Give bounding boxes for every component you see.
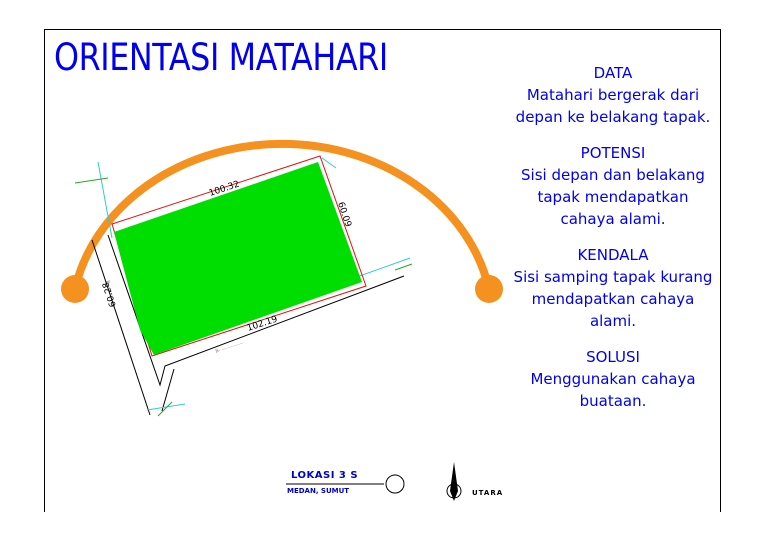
note-line: buataan. <box>579 392 647 410</box>
note-line: Matahari bergerak dari <box>526 86 700 104</box>
page-title: ORIENTASI MATAHARI <box>54 36 388 79</box>
guide-line <box>146 403 186 411</box>
guide-tick <box>394 263 413 271</box>
note-line: cahaya alami. <box>560 210 666 228</box>
note-heading: SOLUSI <box>586 348 640 366</box>
street-label-bottom: JL. .................. <box>214 339 244 353</box>
drawing-frame <box>44 29 721 512</box>
note-line: depan ke belakang tapak. <box>515 108 711 126</box>
note-heading: POTENSI <box>580 144 646 162</box>
sun-west <box>61 275 89 303</box>
note-line: Menggunakan cahaya <box>530 370 696 388</box>
guide-line <box>353 257 411 279</box>
note-line: Sisi samping tapak kurang <box>513 268 713 286</box>
note-heading: KENDALA <box>577 246 649 264</box>
street-edge-outer <box>91 239 151 416</box>
note-line: mendapatkan cahaya <box>531 290 695 308</box>
guide-tick <box>74 177 109 184</box>
location-marker-icon <box>385 474 405 494</box>
sun-path-arc <box>71 139 493 290</box>
note-line: Sisi depan dan belakang <box>521 166 705 184</box>
north-label: UTARA <box>472 489 504 497</box>
guide-tick <box>157 401 173 417</box>
note-line: tapak mendapatkan <box>537 188 689 206</box>
guide-line <box>321 157 337 169</box>
guide-line <box>97 161 113 239</box>
location-subtitle: MEDAN, SUMUT <box>287 487 350 495</box>
street-edge-bottom <box>161 368 175 412</box>
location-title: LOKASI 3 S <box>291 470 359 481</box>
notes-panel: DATA Matahari bergerak dari depan ke bel… <box>508 62 718 426</box>
note-line: alami. <box>589 312 637 330</box>
street-label-left: JL. ........... <box>106 279 117 300</box>
north-arrow-icon <box>446 462 462 501</box>
note-section-potensi: POTENSI Sisi depan dan belakang tapak me… <box>508 142 718 230</box>
sun-east <box>475 275 503 303</box>
note-section-solusi: SOLUSI Menggunakan cahaya buataan. <box>508 346 718 412</box>
note-heading: DATA <box>593 64 633 82</box>
site-area <box>114 162 362 355</box>
note-section-kendala: KENDALA Sisi samping tapak kurang mendap… <box>508 244 718 332</box>
street-edge-inner <box>107 234 405 387</box>
note-section-data: DATA Matahari bergerak dari depan ke bel… <box>508 62 718 128</box>
